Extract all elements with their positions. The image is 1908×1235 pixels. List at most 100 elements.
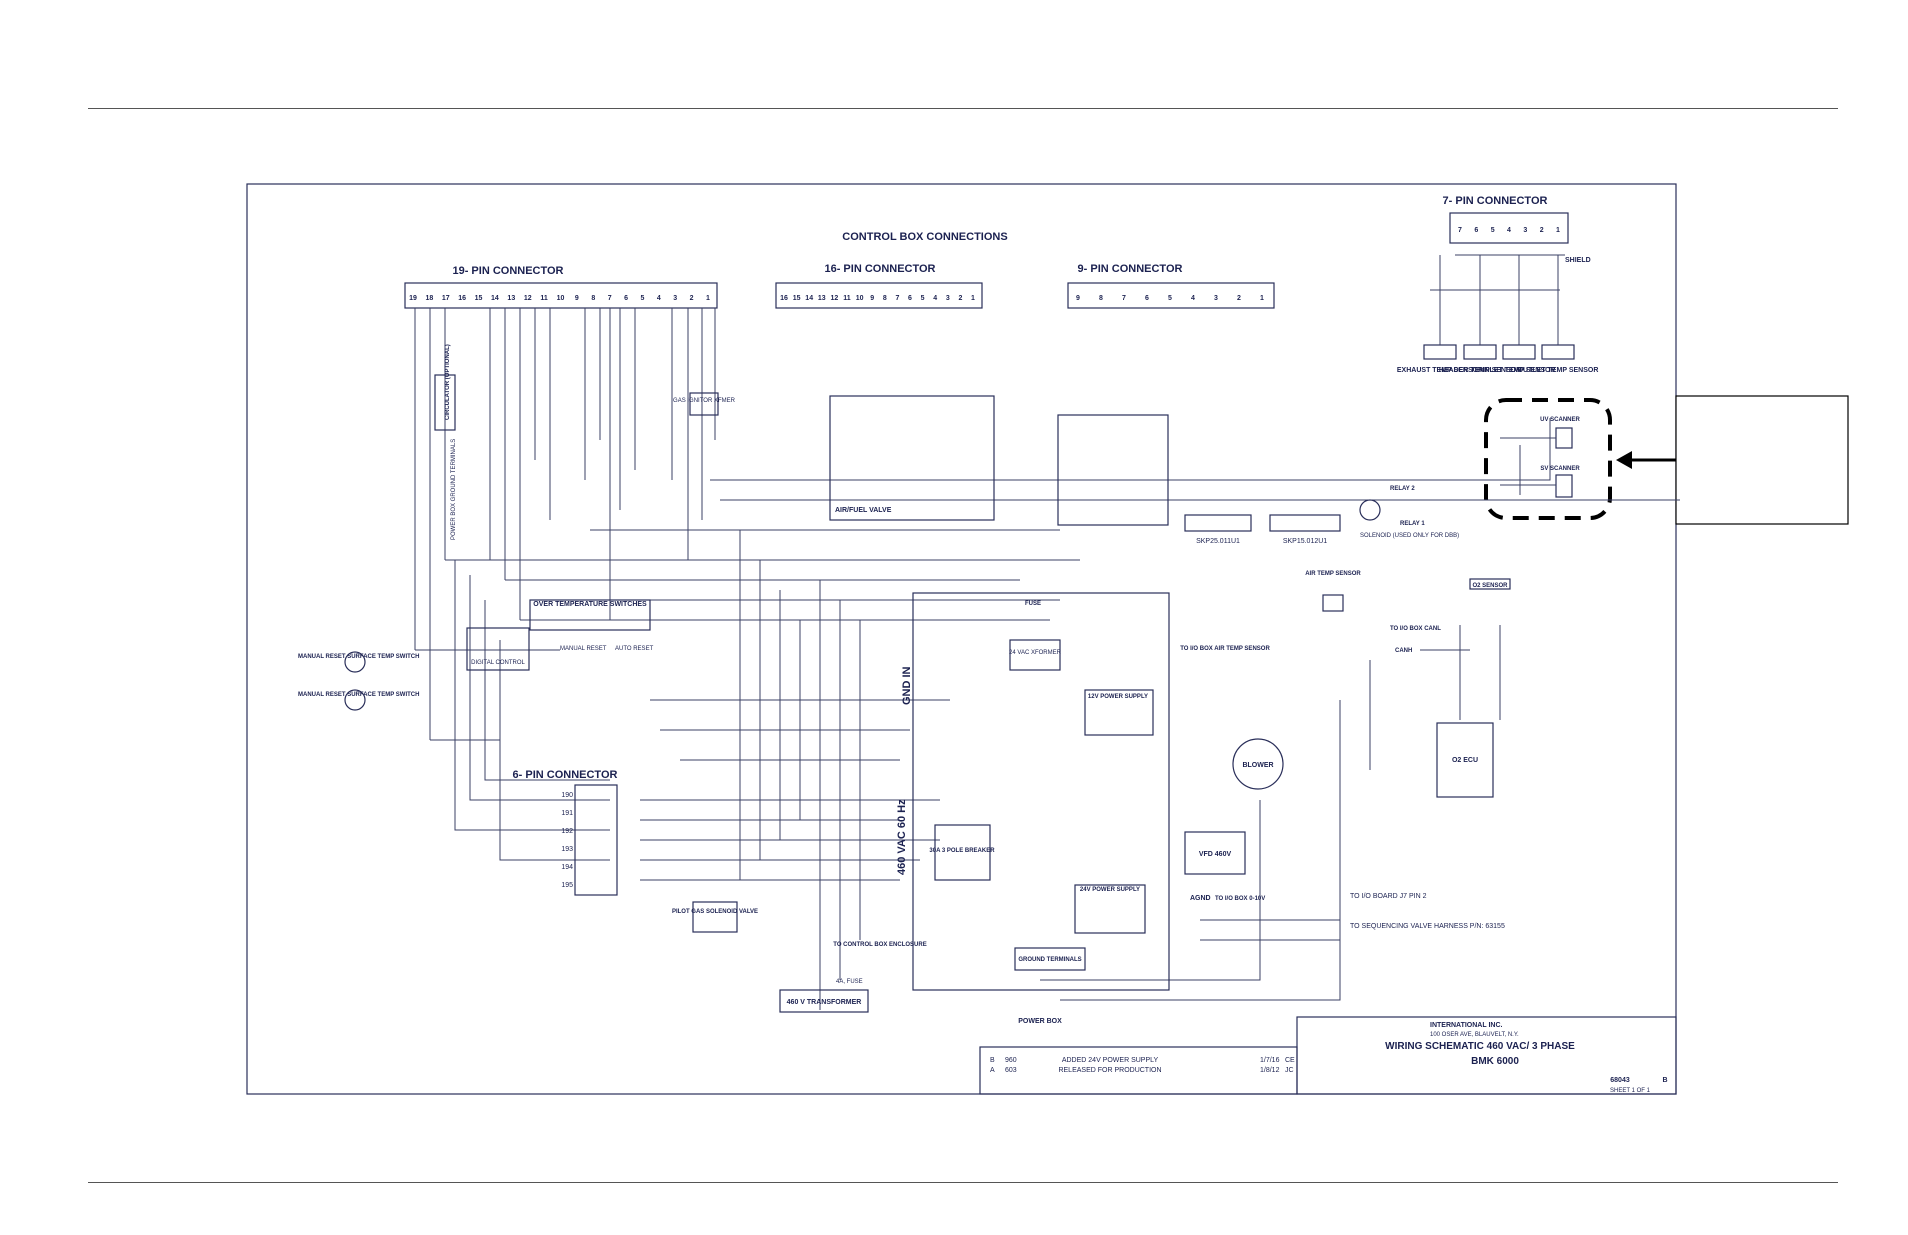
solenoid-coil bbox=[1359, 499, 1381, 521]
pin16-connector bbox=[775, 282, 983, 309]
pin9-pin: 7 bbox=[1122, 295, 1126, 302]
exhaust-sensor-label: EXHAUST TEMP SENSOR bbox=[1397, 367, 1483, 374]
pin19-pin: 13 bbox=[507, 295, 515, 302]
pin19-pin: 2 bbox=[690, 295, 694, 302]
pilot-gas-label: PILOT GAS SOLENOID VALVE bbox=[672, 909, 758, 915]
pin19-pin: 9 bbox=[575, 295, 579, 302]
pin19-pin: 12 bbox=[524, 295, 532, 302]
to-io-010-label: TO I/O BOX 0-10V bbox=[1215, 896, 1265, 902]
inlet-sensor-label: INLET TEMP SENSOR bbox=[1483, 367, 1556, 374]
vfd-box bbox=[1184, 831, 1246, 875]
skp25-label: SKP25.011U1 bbox=[1196, 538, 1240, 545]
vfd-label: VFD 460V bbox=[1199, 851, 1232, 858]
pin16-pin: 8 bbox=[883, 295, 887, 302]
pin6-pin: 195 bbox=[561, 882, 573, 889]
fuse-label: FUSE bbox=[1025, 601, 1041, 607]
to-io-air-label: TO I/O BOX AIR TEMP SENSOR bbox=[1180, 646, 1270, 652]
pin19-pin: 5 bbox=[640, 295, 644, 302]
pin19-pin: 7 bbox=[608, 295, 612, 302]
top-rule bbox=[88, 108, 1838, 109]
revision-cell: 1/7/16 bbox=[1260, 1057, 1280, 1064]
temp-sensors: EXHAUST TEMP SENSOR HEADER TEMP SENSOR I… bbox=[1397, 255, 1599, 374]
pin19-pin: 6 bbox=[624, 295, 628, 302]
pin6-pin: 192 bbox=[561, 828, 573, 835]
pin16-pin: 13 bbox=[818, 295, 826, 302]
skp25-terminal bbox=[1184, 514, 1252, 532]
control-box-title: CONTROL BOX CONNECTIONS bbox=[842, 231, 1007, 243]
pin16-title: 16- PIN CONNECTOR bbox=[824, 263, 935, 275]
pin16-pin: 7 bbox=[895, 295, 899, 302]
ps12-label: 12V POWER SUPPLY bbox=[1088, 694, 1148, 700]
over-temp-label: OVER TEMPERATURE SWITCHES bbox=[533, 601, 647, 608]
revision-cell: CE bbox=[1285, 1057, 1295, 1064]
gnd-in-label: GND IN bbox=[901, 666, 913, 705]
pin19-pin: 16 bbox=[458, 295, 466, 302]
fuse-4a-label: 4A, FUSE bbox=[836, 979, 863, 985]
revision-cell: 960 bbox=[1005, 1057, 1017, 1064]
pin16-pin: 10 bbox=[856, 295, 864, 302]
pin9-connector bbox=[1067, 282, 1275, 309]
pin16-pin: 11 bbox=[843, 295, 851, 302]
revision-cell: 1/8/12 bbox=[1260, 1067, 1280, 1074]
pin9-pin: 2 bbox=[1237, 295, 1241, 302]
pin19-title: 19- PIN CONNECTOR bbox=[452, 265, 563, 277]
ps24-box bbox=[1074, 884, 1146, 934]
scanner-wires bbox=[1500, 437, 1556, 495]
revision-cell: RELEASED FOR PRODUCTION bbox=[1058, 1067, 1161, 1074]
air-fuel-valve-label: AIR/FUEL VALVE bbox=[835, 507, 892, 514]
o2-sensor-box bbox=[1469, 578, 1511, 590]
sensor-wires bbox=[1430, 255, 1560, 345]
to-seq-label: TO SEQUENCING VALVE HARNESS P/N: 63155 bbox=[1350, 923, 1505, 930]
outlet-sensor-label: OUTLET TEMP SENSOR bbox=[1518, 367, 1599, 374]
pin9-title: 9- PIN CONNECTOR bbox=[1078, 263, 1183, 275]
pin7-connector bbox=[1449, 212, 1569, 244]
pin6-connector bbox=[574, 784, 618, 896]
revision-block bbox=[979, 1046, 1298, 1095]
breaker-box bbox=[934, 824, 991, 881]
pin7-pin: 2 bbox=[1540, 227, 1544, 234]
skp15-terminal bbox=[1269, 514, 1341, 532]
model-name: BMK 6000 bbox=[1471, 1056, 1519, 1067]
revision-cell: JC bbox=[1285, 1067, 1294, 1074]
transformer-460-label: 460 V TRANSFORMER bbox=[787, 999, 862, 1006]
xformer-24-label: 24 VAC XFORMER bbox=[1009, 650, 1062, 656]
over-temp-box bbox=[529, 599, 651, 631]
gas-ignitor-label: GAS IGNITOR XFMER bbox=[673, 398, 736, 404]
pin6-pin: 193 bbox=[561, 846, 573, 853]
pin19-connector bbox=[404, 282, 718, 309]
pin7-pin: 4 bbox=[1507, 227, 1511, 234]
header-sensor-label: HEADER TEMP SENSOR bbox=[1439, 367, 1521, 374]
to-control-box-label: TO CONTROL BOX ENCLOSURE bbox=[833, 942, 926, 948]
wire-bundles bbox=[414, 308, 1680, 1010]
bottom-rule bbox=[88, 1182, 1838, 1183]
power-box-label: POWER BOX bbox=[1018, 1018, 1062, 1025]
surface-switch-1-label: MANUAL RESET SURFACE TEMP SWITCH bbox=[298, 654, 419, 660]
pin19-pin: 11 bbox=[540, 295, 548, 302]
pin6-pin: 191 bbox=[561, 810, 573, 817]
auto-reset-label: AUTO RESET bbox=[615, 646, 654, 652]
canh-label: CANH bbox=[1395, 648, 1412, 654]
skp15-label: SKP15.012U1 bbox=[1283, 538, 1327, 545]
drawing-title: WIRING SCHEMATIC 460 VAC/ 3 PHASE bbox=[1385, 1041, 1575, 1052]
sv-scanner-label: SV SCANNER bbox=[1540, 466, 1580, 472]
solenoid-label: SOLENOID (USED ONLY FOR DBB) bbox=[1360, 533, 1459, 539]
scanner-highlight bbox=[1484, 398, 1612, 520]
circulator-box bbox=[434, 374, 456, 431]
gas-ignitor-box bbox=[689, 392, 719, 416]
sv-scanner-terminal bbox=[1555, 474, 1573, 498]
pin9-pin: 6 bbox=[1145, 295, 1149, 302]
pin16-pin: 15 bbox=[793, 295, 801, 302]
pin9-pin: 5 bbox=[1168, 295, 1172, 302]
pin16-pin: 12 bbox=[831, 295, 839, 302]
inlet-sensor-box bbox=[1502, 344, 1536, 360]
pin9-pin: 4 bbox=[1191, 295, 1195, 302]
revision-cell: 603 bbox=[1005, 1067, 1017, 1074]
pin16-pin: 1 bbox=[971, 295, 975, 302]
drawing-frame bbox=[246, 183, 1677, 1095]
pin19-pin: 17 bbox=[442, 295, 450, 302]
ps12-box bbox=[1084, 689, 1154, 736]
